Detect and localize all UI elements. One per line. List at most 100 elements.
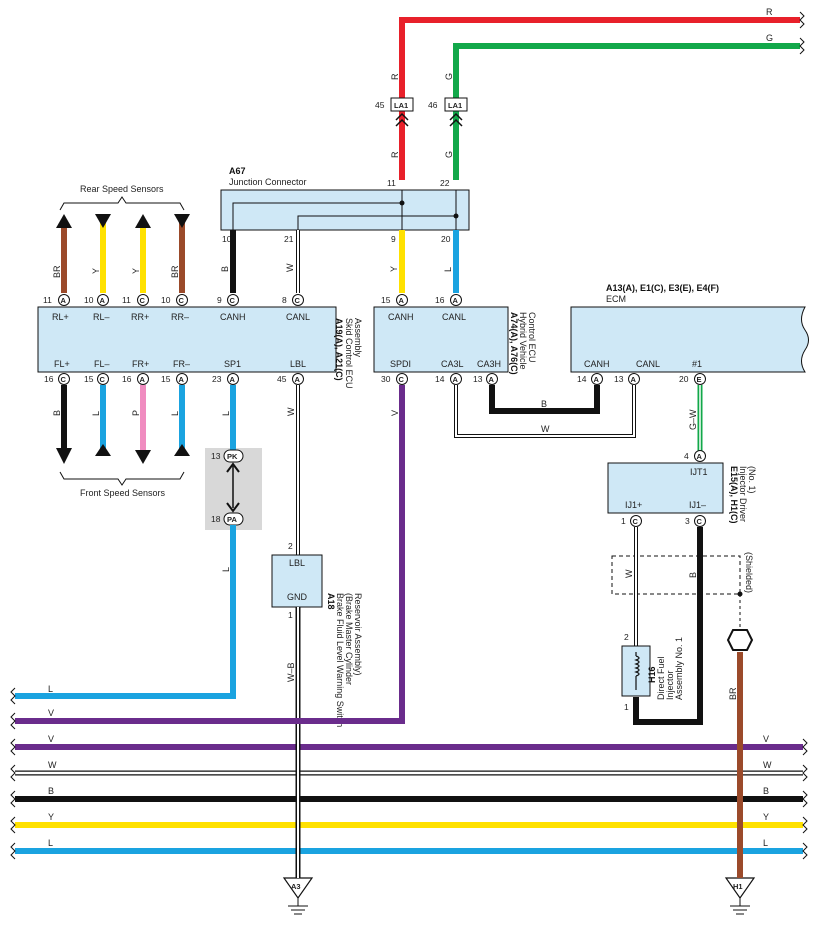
svg-text:14: 14 xyxy=(435,374,445,384)
svg-text:L: L xyxy=(170,411,180,416)
svg-text:FR+: FR+ xyxy=(132,359,149,369)
la1-left-arrows xyxy=(395,112,409,127)
svg-text:A: A xyxy=(295,375,301,384)
shield-box xyxy=(611,555,741,595)
svg-text:4: 4 xyxy=(684,451,689,461)
skid-bottom-pins: 16 C 15 C 16 A 15 A 23 A 45 A xyxy=(44,373,304,385)
svg-text:Brake Fluid Level Warning Swit: Brake Fluid Level Warning Switch xyxy=(335,593,345,727)
svg-text:E: E xyxy=(697,375,702,384)
svg-text:W–B: W–B xyxy=(286,662,296,682)
svg-text:1: 1 xyxy=(288,610,293,620)
wire-r-top xyxy=(399,17,800,180)
injdrv-code: E15(A), H1(C) xyxy=(729,466,739,524)
svg-text:A: A xyxy=(100,296,106,305)
front-speed-sensors-label: Front Speed Sensors xyxy=(80,488,166,498)
skid-code: A19(A), A21(C) xyxy=(334,318,344,381)
svg-text:FR–: FR– xyxy=(173,359,190,369)
svg-text:A: A xyxy=(594,375,600,384)
svg-text:B: B xyxy=(688,572,698,578)
svg-text:W: W xyxy=(286,407,296,416)
svg-text:RR+: RR+ xyxy=(131,312,149,322)
svg-text:1: 1 xyxy=(624,702,629,712)
a18-switch-box xyxy=(271,554,323,608)
la1-left-label: LA1 xyxy=(394,101,408,110)
wire-r-label: R xyxy=(766,7,773,17)
svg-text:Y: Y xyxy=(91,268,101,274)
break-mark-g xyxy=(799,37,805,55)
svg-text:20: 20 xyxy=(679,374,689,384)
a18-code: A18 xyxy=(326,593,336,610)
svg-text:16: 16 xyxy=(44,374,54,384)
svg-text:IJT1: IJT1 xyxy=(690,467,708,477)
svg-text:B: B xyxy=(48,786,54,796)
a67-pin-11: 11 xyxy=(387,178,396,188)
svg-text:A: A xyxy=(697,452,703,461)
ecm-name: ECM xyxy=(606,294,626,304)
svg-text:8: 8 xyxy=(282,295,287,305)
svg-text:B: B xyxy=(220,266,230,272)
svg-text:Control ECU: Control ECU xyxy=(527,312,537,363)
svg-text:18: 18 xyxy=(211,514,221,524)
wire-b-ij1-minus xyxy=(633,527,703,725)
front-sensors-bracket xyxy=(59,471,185,486)
svg-text:16: 16 xyxy=(122,374,132,384)
la1-left-pin: 45 xyxy=(375,100,385,110)
svg-text:14: 14 xyxy=(577,374,587,384)
hv-code: A74(A), A76(C) xyxy=(509,312,519,375)
svg-text:CANH: CANH xyxy=(584,359,610,369)
svg-text:IJ1+: IJ1+ xyxy=(625,500,642,510)
svg-text:11: 11 xyxy=(122,295,131,305)
svg-text:L: L xyxy=(91,411,101,416)
ecm-box xyxy=(570,306,809,373)
skid-name: Skid Control ECU xyxy=(344,318,354,389)
svg-text:#1: #1 xyxy=(692,359,702,369)
svg-text:IJ1–: IJ1– xyxy=(689,500,706,510)
svg-text:Y: Y xyxy=(48,812,54,822)
svg-text:CANL: CANL xyxy=(442,312,466,322)
left-break-marks xyxy=(10,687,16,860)
wire-l-sp1 xyxy=(15,525,236,699)
svg-text:10: 10 xyxy=(161,295,171,305)
svg-text:2: 2 xyxy=(288,541,293,551)
svg-text:CANL: CANL xyxy=(636,359,660,369)
svg-text:Y: Y xyxy=(131,268,141,274)
svg-text:Assembly: Assembly xyxy=(353,318,363,358)
break-mark-r xyxy=(799,11,805,29)
svg-text:W: W xyxy=(285,263,295,272)
svg-text:V: V xyxy=(48,708,54,718)
rear-sensors-bracket xyxy=(59,196,185,211)
svg-text:BR: BR xyxy=(170,265,180,278)
svg-text:A: A xyxy=(230,375,236,384)
svg-text:L: L xyxy=(48,838,53,848)
svg-text:30: 30 xyxy=(381,374,391,384)
svg-text:CA3L: CA3L xyxy=(441,359,464,369)
svg-text:C: C xyxy=(399,375,405,384)
svg-text:C: C xyxy=(100,375,106,384)
svg-text:(No. 1): (No. 1) xyxy=(747,466,757,494)
a67-name: Junction Connector xyxy=(229,177,307,187)
coil-icon xyxy=(634,652,640,690)
svg-text:13: 13 xyxy=(473,374,483,384)
svg-text:PK: PK xyxy=(227,452,238,461)
svg-text:A: A xyxy=(61,296,67,305)
svg-text:Y: Y xyxy=(763,812,769,822)
svg-text:CANL: CANL xyxy=(286,312,310,322)
svg-text:L: L xyxy=(763,838,768,848)
svg-text:L: L xyxy=(221,411,231,416)
la1-right-arrows xyxy=(449,112,463,127)
svg-text:C: C xyxy=(295,296,301,305)
wire-g-vlabel: G xyxy=(444,73,454,80)
svg-text:CA3H: CA3H xyxy=(477,359,501,369)
svg-text:PA: PA xyxy=(227,515,237,524)
la1-right-pin: 46 xyxy=(428,100,438,110)
svg-text:SPDI: SPDI xyxy=(390,359,411,369)
svg-text:Hybrid Vehicle: Hybrid Vehicle xyxy=(518,312,528,370)
svg-text:H1: H1 xyxy=(733,882,743,891)
a67-pin-10: 10 xyxy=(222,234,232,244)
svg-text:W: W xyxy=(541,424,550,434)
svg-text:13: 13 xyxy=(211,451,221,461)
wire-g-vlabel2: G xyxy=(444,151,454,158)
a67-pin-9: 9 xyxy=(391,234,396,244)
